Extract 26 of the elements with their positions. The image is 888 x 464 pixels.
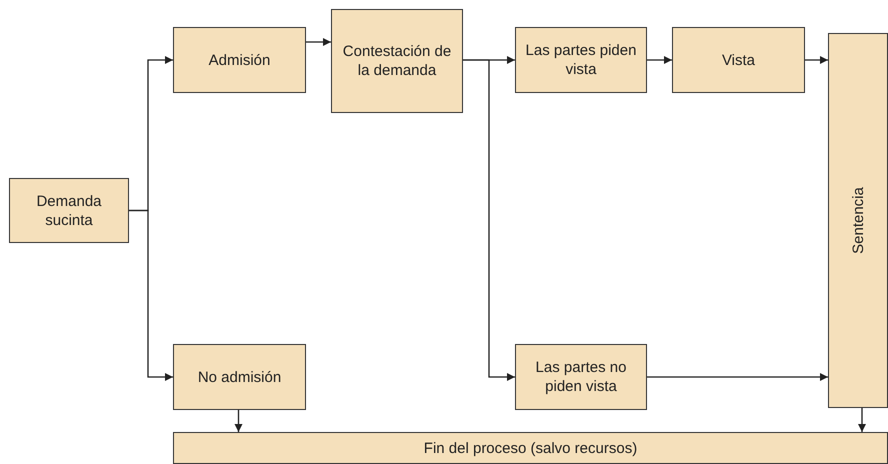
box-label: No admisión <box>198 368 282 386</box>
box-label: Vista <box>722 50 756 70</box>
process-box <box>828 33 888 408</box>
box-label: Las partes no piden vista <box>534 358 628 396</box>
box-label: Las partes piden vista <box>524 41 638 79</box>
box-label: Demanda sucinta <box>35 192 103 230</box>
process-box <box>515 27 647 93</box>
connector-arrow <box>129 210 173 381</box>
process-box <box>173 344 306 410</box>
connector-arrow <box>306 38 331 46</box>
connector-arrow <box>858 408 866 432</box>
process-box <box>515 344 647 410</box>
process-box <box>173 27 306 93</box>
connector-arrow <box>647 373 828 381</box>
connector-arrow <box>234 410 242 432</box>
box-label: Sentencia <box>848 187 868 254</box>
process-box <box>331 9 463 113</box>
connector-arrow <box>647 56 672 64</box>
process-box <box>9 178 129 243</box>
box-label: Contestación de la demanda <box>342 42 452 80</box>
process-box <box>672 27 805 93</box>
process-box <box>173 432 888 464</box>
box-label: Fin del proceso (salvo recursos) <box>424 438 638 458</box>
connector-arrow <box>805 56 828 64</box>
box-label: Admisión <box>208 50 270 70</box>
connector-arrow <box>463 59 515 381</box>
